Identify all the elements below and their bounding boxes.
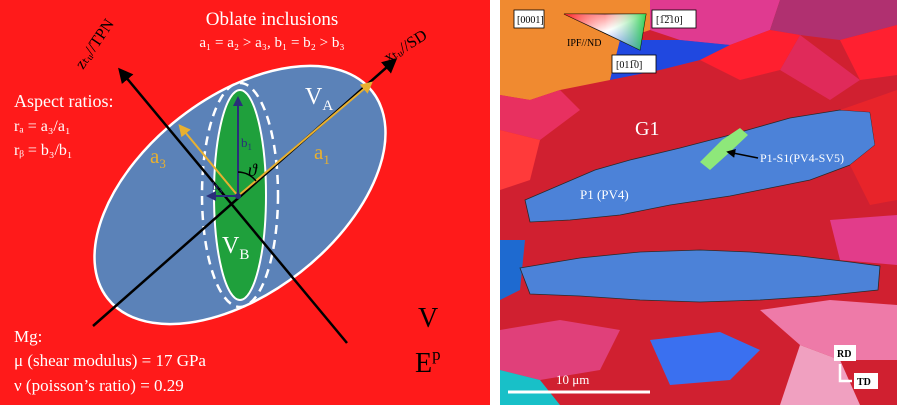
ipf-1210-label: [1̅2̅10] [656,15,683,26]
grain-cyan [500,370,560,405]
shear-modulus: μ (shear modulus) = 17 GPa [14,351,206,370]
rd-label: RD [837,349,851,360]
ipf-0001-box [513,9,545,29]
ep-label: Ep [415,345,441,379]
p1-label: P1 (PV4) [580,187,629,202]
grain-left-1 [500,130,540,190]
b3-label: b3 [212,179,222,195]
tpn-axis-label: zₜᵤ//TPN [72,16,118,72]
schematic-title: Oblate inclusions [206,9,338,30]
inclusion-schematic: Oblate inclusions a₁ = a₂ > a₃, b₁ = b₂ … [14,9,441,395]
td-label: TD [857,377,871,388]
b1-label: b1 [241,135,252,152]
rd-td-axes [838,364,852,383]
grain-left-blue [500,240,525,300]
a3-label: a3 [150,144,166,171]
grain-right-red [840,90,897,205]
inclusion-schematic-panel: Oblate inclusions a₁ = a₂ > a₃, b₁ = b₂ … [0,0,490,405]
aspect-ratios-heading: Aspect ratios: [14,91,113,111]
a1-label: a1 [314,140,330,167]
scale-bar-label: 10 μm [556,372,589,387]
mg-heading: Mg: [14,327,42,346]
ipf-triangle [563,13,647,51]
ebsd-map: [0001] IPF//ND [1̅2̅10] [011̅0] G1 P1 [500,0,897,405]
grain-pink-lower-right [760,300,897,360]
grain-pink-left [500,90,580,140]
poisson-ratio: ν (poisson’s ratio) = 0.29 [14,376,184,395]
va-label: VA [305,84,333,114]
theta-label: ϑ [248,160,258,180]
a1-vector [237,81,373,197]
v-label: V [418,303,438,334]
grain-lower-blue [650,332,760,385]
grain-rose [780,35,860,100]
rd-box [834,345,856,361]
inclusion-dashed-ellipse [200,81,280,309]
ebsd-map-panel: [0001] IPF//ND [1̅2̅10] [011̅0] G1 P1 [500,0,897,405]
vb-label: VB [222,233,249,263]
grain-purple-top [770,0,897,40]
grain-red-mid [700,30,800,80]
ipf-1210-box [651,9,697,29]
a3-vector [178,124,239,197]
sd-axis-label: xₜᵤ//SD [381,27,430,66]
p1s1-label: P1-S1(PV4-SV5) [760,151,844,165]
secondary-twin [700,128,748,170]
tpn-axis-line [118,67,348,344]
td-box [854,373,878,389]
ipf-0110-label: [011̅0] [616,60,642,71]
ratio-b: rᵦ = b₃/b₁ [14,142,72,159]
inclusion-condition: a₁ = a₂ > a₃, b₁ = b₂ > b₃ [199,35,344,51]
theta-arc [237,171,257,182]
g1-label: G1 [635,118,659,140]
grain-red-tr [840,25,897,80]
origin-point [235,193,241,199]
grain-lower-left [500,320,620,380]
ratio-a: rₐ = a₃/a₁ [14,118,71,135]
ipf-0001-label: [0001] [517,15,544,26]
p1s1-arrow [726,148,759,159]
ipf-0110-box [611,54,657,74]
grain-right-pink [830,215,897,265]
twin-band-secondary [519,249,881,303]
ipf-nd-label: IPF//ND [567,38,601,49]
